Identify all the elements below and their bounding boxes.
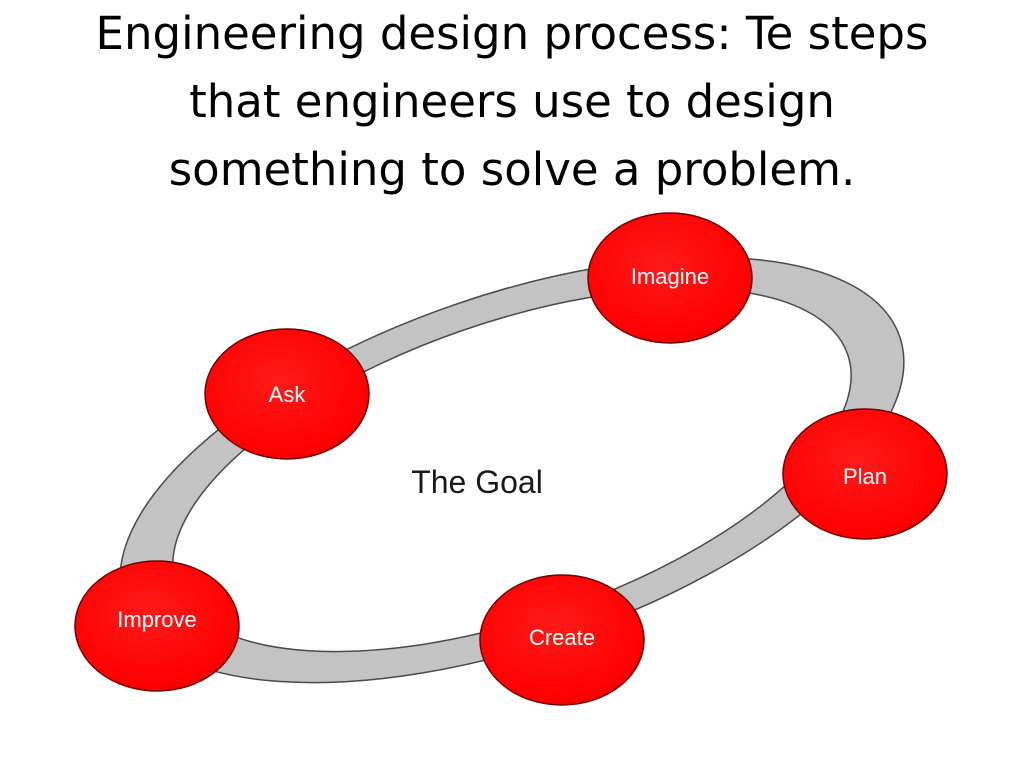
step-node-imagine-circle [587, 212, 753, 344]
step-node-ask: Ask [204, 328, 370, 460]
step-node-create: Create [479, 574, 645, 706]
step-node-improve-circle [74, 560, 240, 692]
step-node-create-circle [479, 574, 645, 706]
title-line-1: Engineering design process: Te steps [95, 7, 929, 60]
title-line-2: that engineers use to design [189, 75, 835, 128]
step-node-plan-circle [782, 408, 948, 540]
step-node-plan-label: Plan [843, 464, 887, 489]
center-goal-label: The Goal [411, 464, 543, 500]
step-node-create-label: Create [529, 625, 595, 650]
step-node-imagine-label: Imagine [631, 264, 709, 289]
step-node-improve-label: Improve [117, 607, 196, 632]
step-node-imagine: Imagine [587, 212, 753, 344]
slide-title: Engineering design process: Te steps tha… [40, 0, 984, 204]
step-node-improve: Improve [74, 560, 240, 692]
step-node-ask-circle [204, 328, 370, 460]
title-line-3: something to solve a problem. [168, 143, 856, 196]
step-node-ask-label: Ask [269, 382, 307, 407]
step-node-plan: Plan [782, 408, 948, 540]
